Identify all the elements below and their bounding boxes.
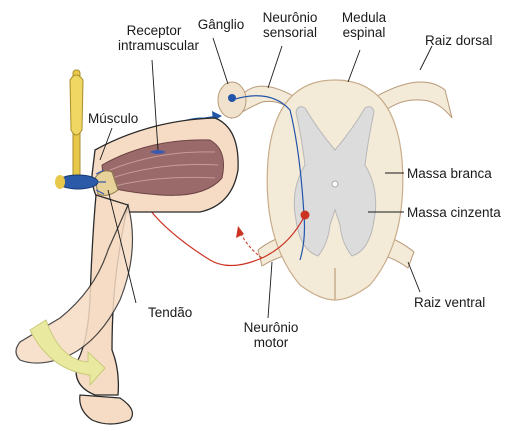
efferent-arrowhead bbox=[236, 226, 244, 238]
label-musculo: Músculo bbox=[88, 111, 148, 126]
label-raiz-ventral: Raiz ventral bbox=[414, 295, 504, 310]
label-ganglio: Gânglio bbox=[196, 17, 246, 32]
leg bbox=[16, 118, 238, 424]
label-massa-branca: Massa branca bbox=[407, 166, 503, 181]
motor-neuron-body bbox=[301, 211, 310, 220]
label-massa-cinzenta: Massa cinzenta bbox=[407, 205, 505, 220]
label-receptor-intramuscular: Receptor intramuscular bbox=[118, 23, 190, 53]
central-canal bbox=[332, 181, 338, 187]
sensory-neuron-body bbox=[228, 94, 236, 102]
label-raiz-dorsal: Raiz dorsal bbox=[425, 33, 505, 48]
label-tendao: Tendão bbox=[148, 305, 204, 320]
foot bbox=[80, 395, 133, 424]
label-neuronio-motor: Neurônio motor bbox=[240, 320, 302, 350]
label-medula-espinal: Medula espinal bbox=[337, 10, 391, 40]
label-neuronio-sensorial: Neurônio sensorial bbox=[258, 10, 322, 40]
